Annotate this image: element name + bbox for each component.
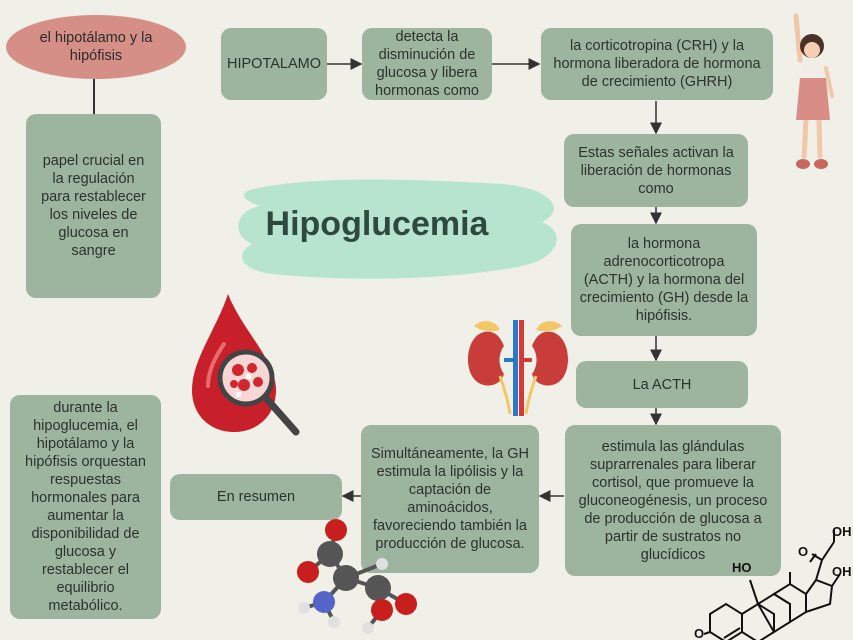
hipotalamo-box: HIPOTALAMO bbox=[221, 28, 327, 100]
summary-box: durante la hipoglucemia, el hipotálamo y… bbox=[10, 395, 161, 619]
ho-label: HO bbox=[732, 560, 752, 575]
oh-label-side: OH bbox=[832, 564, 852, 579]
detecta-box: detecta la disminución de glucosa y libe… bbox=[362, 28, 492, 100]
estimula-box: estimula las glándulas suprarrenales par… bbox=[565, 425, 781, 576]
title-brush-blob bbox=[238, 179, 557, 279]
kidneys-adrenal-icon bbox=[468, 320, 568, 416]
resumen-box: En resumen bbox=[170, 474, 342, 520]
role-box: papel crucial en la regulación para rest… bbox=[26, 114, 161, 298]
hypothalamus-pituitary-oval: el hipotálamo y la hipófisis bbox=[6, 15, 186, 79]
senales-box: Estas señales activan la liberación de h… bbox=[564, 134, 748, 207]
amino-acid-molecule-icon bbox=[297, 519, 417, 634]
acth-box: La ACTH bbox=[576, 361, 748, 408]
girl-illustration-icon bbox=[793, 13, 834, 169]
crh-ghrh-box: la corticotropina (CRH) y la hormona lib… bbox=[541, 28, 773, 100]
ring-o-label: O bbox=[694, 626, 704, 640]
gh-box: Simultáneamente, la GH estimula la lipól… bbox=[361, 425, 539, 573]
cortisol-structure-icon: HO OH OH O O bbox=[694, 524, 852, 640]
oh-label-top: OH bbox=[832, 524, 852, 539]
ketone-o-label: O bbox=[798, 544, 808, 559]
page-title: Hipoglucemia bbox=[265, 205, 489, 243]
acth-gh-box: la hormona adrenocorticotropa (ACTH) y l… bbox=[571, 224, 757, 336]
blood-drop-magnifier-icon bbox=[192, 294, 300, 436]
